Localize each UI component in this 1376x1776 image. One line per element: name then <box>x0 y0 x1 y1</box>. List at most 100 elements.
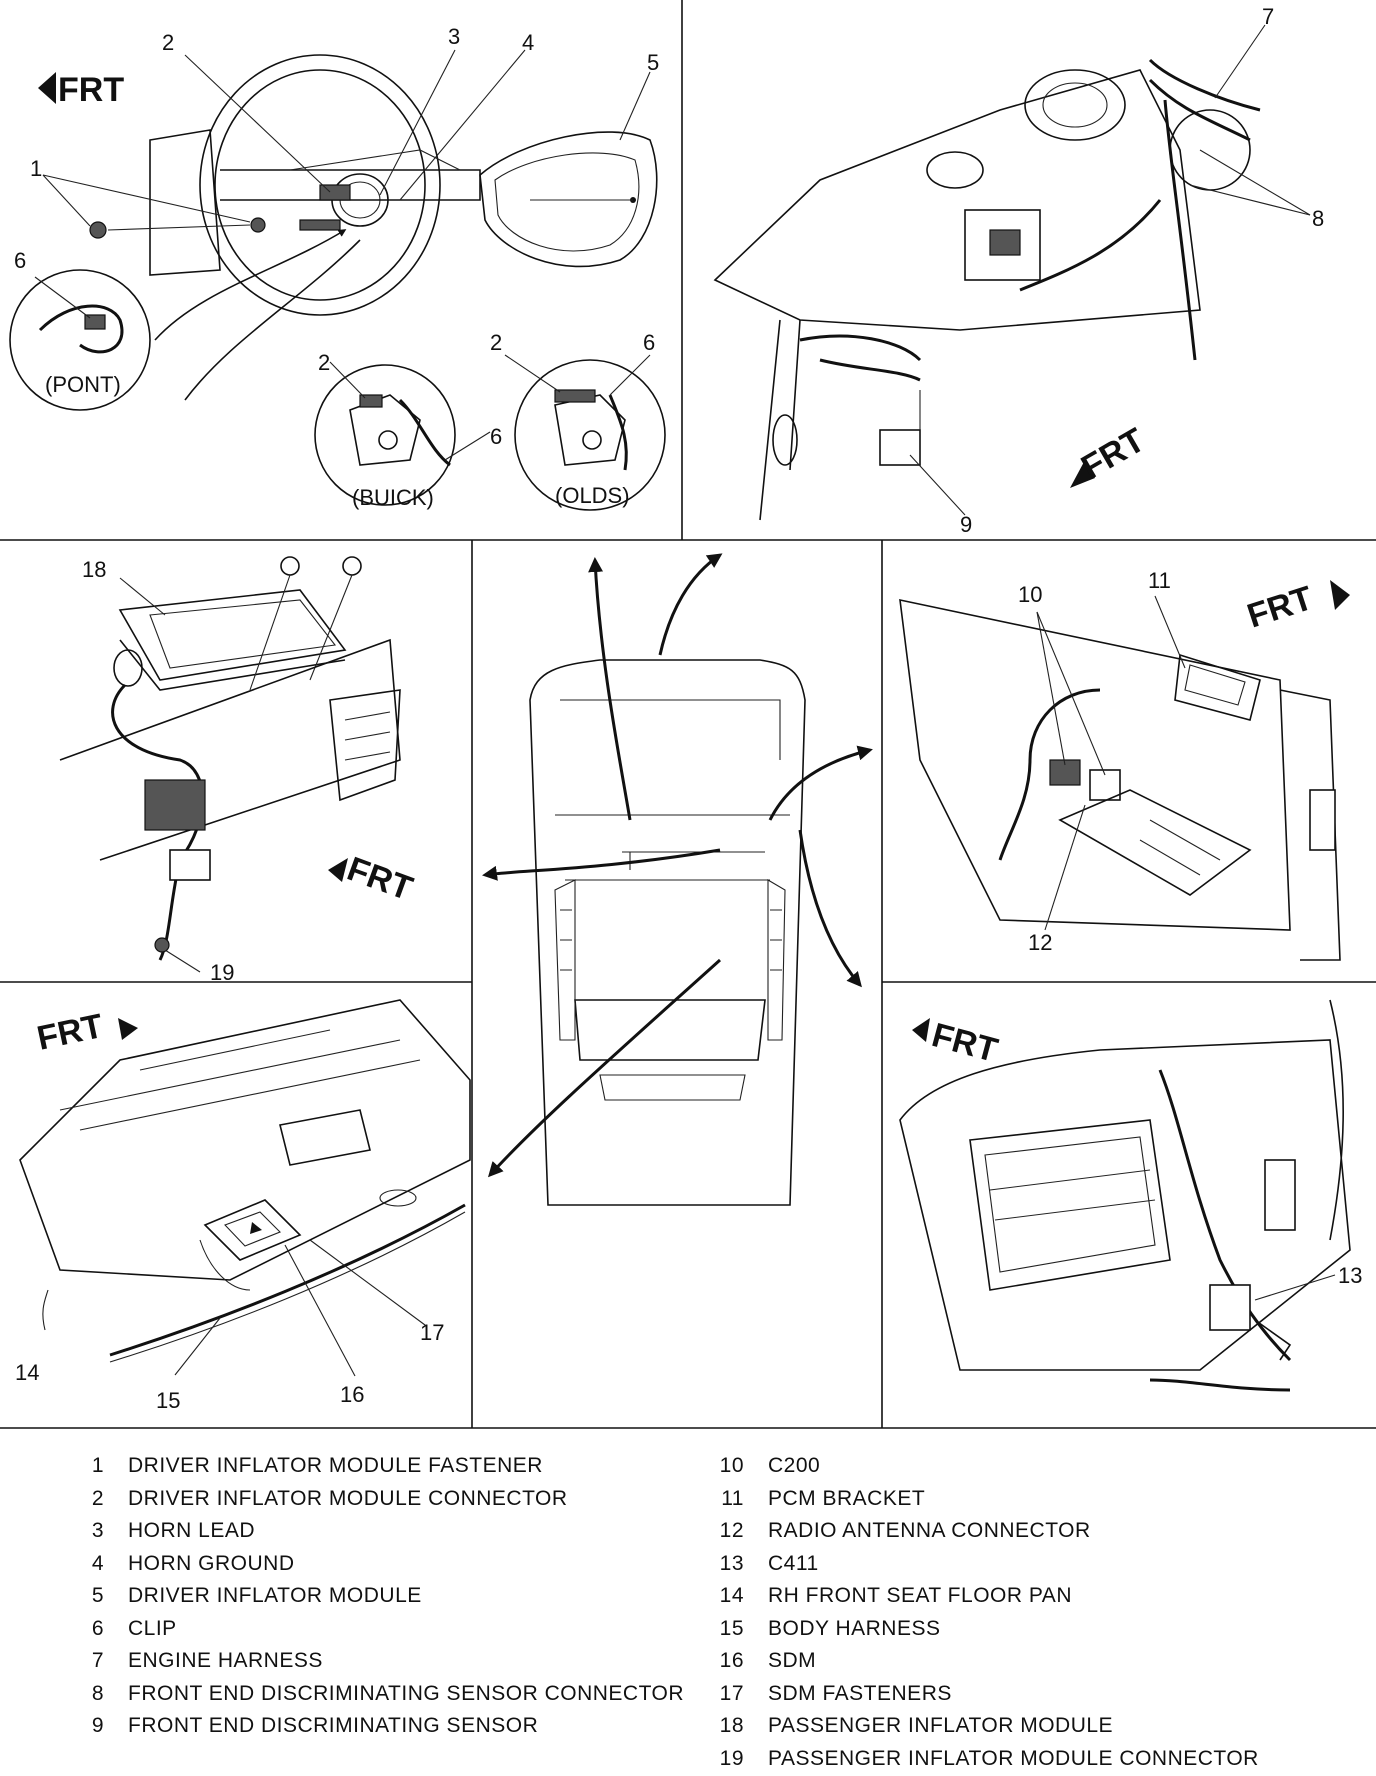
legend-text: DRIVER INFLATOR MODULE FASTENER <box>128 1454 543 1478</box>
svg-text:14: 14 <box>15 1360 39 1385</box>
svg-text:4: 4 <box>522 30 534 55</box>
callouts-panel-g: 13 <box>1338 1263 1362 1288</box>
panel-borders <box>0 0 1376 1429</box>
legend-text: C200 <box>768 1454 821 1478</box>
svg-text:FRT: FRT <box>342 850 417 908</box>
svg-text:18: 18 <box>82 557 106 582</box>
svg-text:FRT: FRT <box>34 1007 107 1058</box>
svg-text:FRT: FRT <box>1243 579 1318 636</box>
legend-item: 16 SDM <box>700 1645 1259 1678</box>
legend-text: CLIP <box>128 1616 177 1640</box>
legend-item: 5 DRIVER INFLATOR MODULE <box>60 1580 684 1613</box>
legend-text: ENGINE HARNESS <box>128 1649 323 1673</box>
svg-text:2: 2 <box>162 30 174 55</box>
legend-number: 4 <box>91 1551 104 1575</box>
svg-text:12: 12 <box>1028 930 1052 955</box>
frt-arrow-icon: FRT <box>34 1007 138 1058</box>
legend-number: 9 <box>91 1714 104 1738</box>
legend-number: 8 <box>91 1681 104 1705</box>
svg-text:2: 2 <box>490 330 502 355</box>
legend-number: 11 <box>721 1486 744 1510</box>
svg-text:9: 9 <box>960 512 972 537</box>
panel-sdm-floor: FRT 14 15 16 17 <box>15 999 471 1413</box>
svg-text:13: 13 <box>1338 1263 1362 1288</box>
legend-item: 1 DRIVER INFLATOR MODULE FASTENER <box>60 1450 684 1483</box>
svg-text:16: 16 <box>340 1382 364 1407</box>
legend-text: DRIVER INFLATOR MODULE <box>128 1584 422 1608</box>
legend-item: 10 C200 <box>700 1450 1259 1483</box>
panel-driver-inflator: FRT (PONT) <box>9 24 666 511</box>
frt-arrow-icon: FRT <box>1243 579 1350 636</box>
legend-item: 8 FRONT END DISCRIMINATING SENSOR CONNECT… <box>60 1678 684 1711</box>
legend-text: SDM <box>768 1649 817 1673</box>
svg-text:15: 15 <box>156 1388 180 1413</box>
callouts-panel-b: 7 8 9 <box>960 4 1324 537</box>
legend-number: 18 <box>719 1714 744 1738</box>
legend-text: RH FRONT SEAT FLOOR PAN <box>768 1584 1072 1608</box>
svg-text:1: 1 <box>30 156 42 181</box>
legend-number: 5 <box>91 1584 104 1608</box>
svg-text:10: 10 <box>1018 582 1042 607</box>
legend-number: 15 <box>719 1616 744 1640</box>
legend-item: 12 RADIO ANTENNA CONNECTOR <box>700 1515 1259 1548</box>
svg-text:17: 17 <box>420 1320 444 1345</box>
legend-item: 4 HORN GROUND <box>60 1548 684 1581</box>
legend-number: 10 <box>719 1454 744 1478</box>
legend-item: 6 CLIP <box>60 1613 684 1646</box>
legend-item: 2 DRIVER INFLATOR MODULE CONNECTOR <box>60 1483 684 1516</box>
frt-arrow-icon: FRT <box>328 850 418 908</box>
frt-arrow-icon: FRT <box>912 1016 1002 1070</box>
legend-number: 19 <box>719 1746 744 1770</box>
legend-number: 6 <box>91 1616 104 1640</box>
legend-text: HORN LEAD <box>128 1519 256 1543</box>
legend-item: 15 BODY HARNESS <box>700 1613 1259 1646</box>
svg-text:3: 3 <box>448 24 460 49</box>
component-locator-diagram: FRT (PONT) <box>0 0 1376 1429</box>
legend-item: 19 PASSENGER INFLATOR MODULE CONNECTOR <box>700 1743 1259 1776</box>
frt-arrow-icon: FRT <box>38 71 124 109</box>
legend-text: RADIO ANTENNA CONNECTOR <box>768 1519 1091 1543</box>
svg-text:2: 2 <box>318 350 330 375</box>
legend-text: SDM FASTENERS <box>768 1681 952 1705</box>
svg-text:6: 6 <box>643 330 655 355</box>
svg-text:7: 7 <box>1262 4 1274 29</box>
panel-vehicle-overview <box>482 553 873 1206</box>
panel-front-sensor: FRT 7 8 9 <box>713 4 1324 537</box>
legend-number: 2 <box>91 1486 104 1510</box>
detail-pont: (PONT) <box>9 269 151 411</box>
legend-text: BODY HARNESS <box>768 1616 941 1640</box>
legend-text: FRONT END DISCRIMINATING SENSOR CONNECTO… <box>128 1681 685 1705</box>
svg-text:(PONT): (PONT) <box>45 372 121 397</box>
legend-number: 17 <box>719 1681 744 1705</box>
panel-passenger-inflator: FRT 18 19 <box>59 556 418 985</box>
legend-text: DRIVER INFLATOR MODULE CONNECTOR <box>128 1486 568 1510</box>
svg-text:(BUICK): (BUICK) <box>352 485 434 510</box>
legend-number: 13 <box>719 1551 744 1575</box>
legend-text: FRONT END DISCRIMINATING SENSOR <box>128 1714 539 1738</box>
legend-item: 9 FRONT END DISCRIMINATING SENSOR <box>60 1710 684 1743</box>
callouts-panel-a: 1 2 3 4 5 6 2 6 2 6 <box>14 24 659 449</box>
svg-text:8: 8 <box>1312 206 1324 231</box>
legend-number: 1 <box>91 1454 104 1478</box>
svg-text:6: 6 <box>490 424 502 449</box>
svg-text:11: 11 <box>1148 568 1171 593</box>
svg-text:19: 19 <box>210 960 234 985</box>
panel-pcm-bracket: FRT 10 11 12 <box>899 568 1350 961</box>
detail-olds: (OLDS) <box>504 354 666 511</box>
legend-text: PASSENGER INFLATOR MODULE CONNECTOR <box>768 1746 1259 1770</box>
legend-number: 16 <box>719 1649 744 1673</box>
svg-text:5: 5 <box>647 50 659 75</box>
callouts-panel-c: 18 19 <box>82 557 234 985</box>
legend-number: 12 <box>719 1519 744 1543</box>
legend-text: HORN GROUND <box>128 1551 295 1575</box>
callouts-panel-e: 10 11 12 <box>1018 568 1171 955</box>
svg-text:FRT: FRT <box>58 71 124 109</box>
